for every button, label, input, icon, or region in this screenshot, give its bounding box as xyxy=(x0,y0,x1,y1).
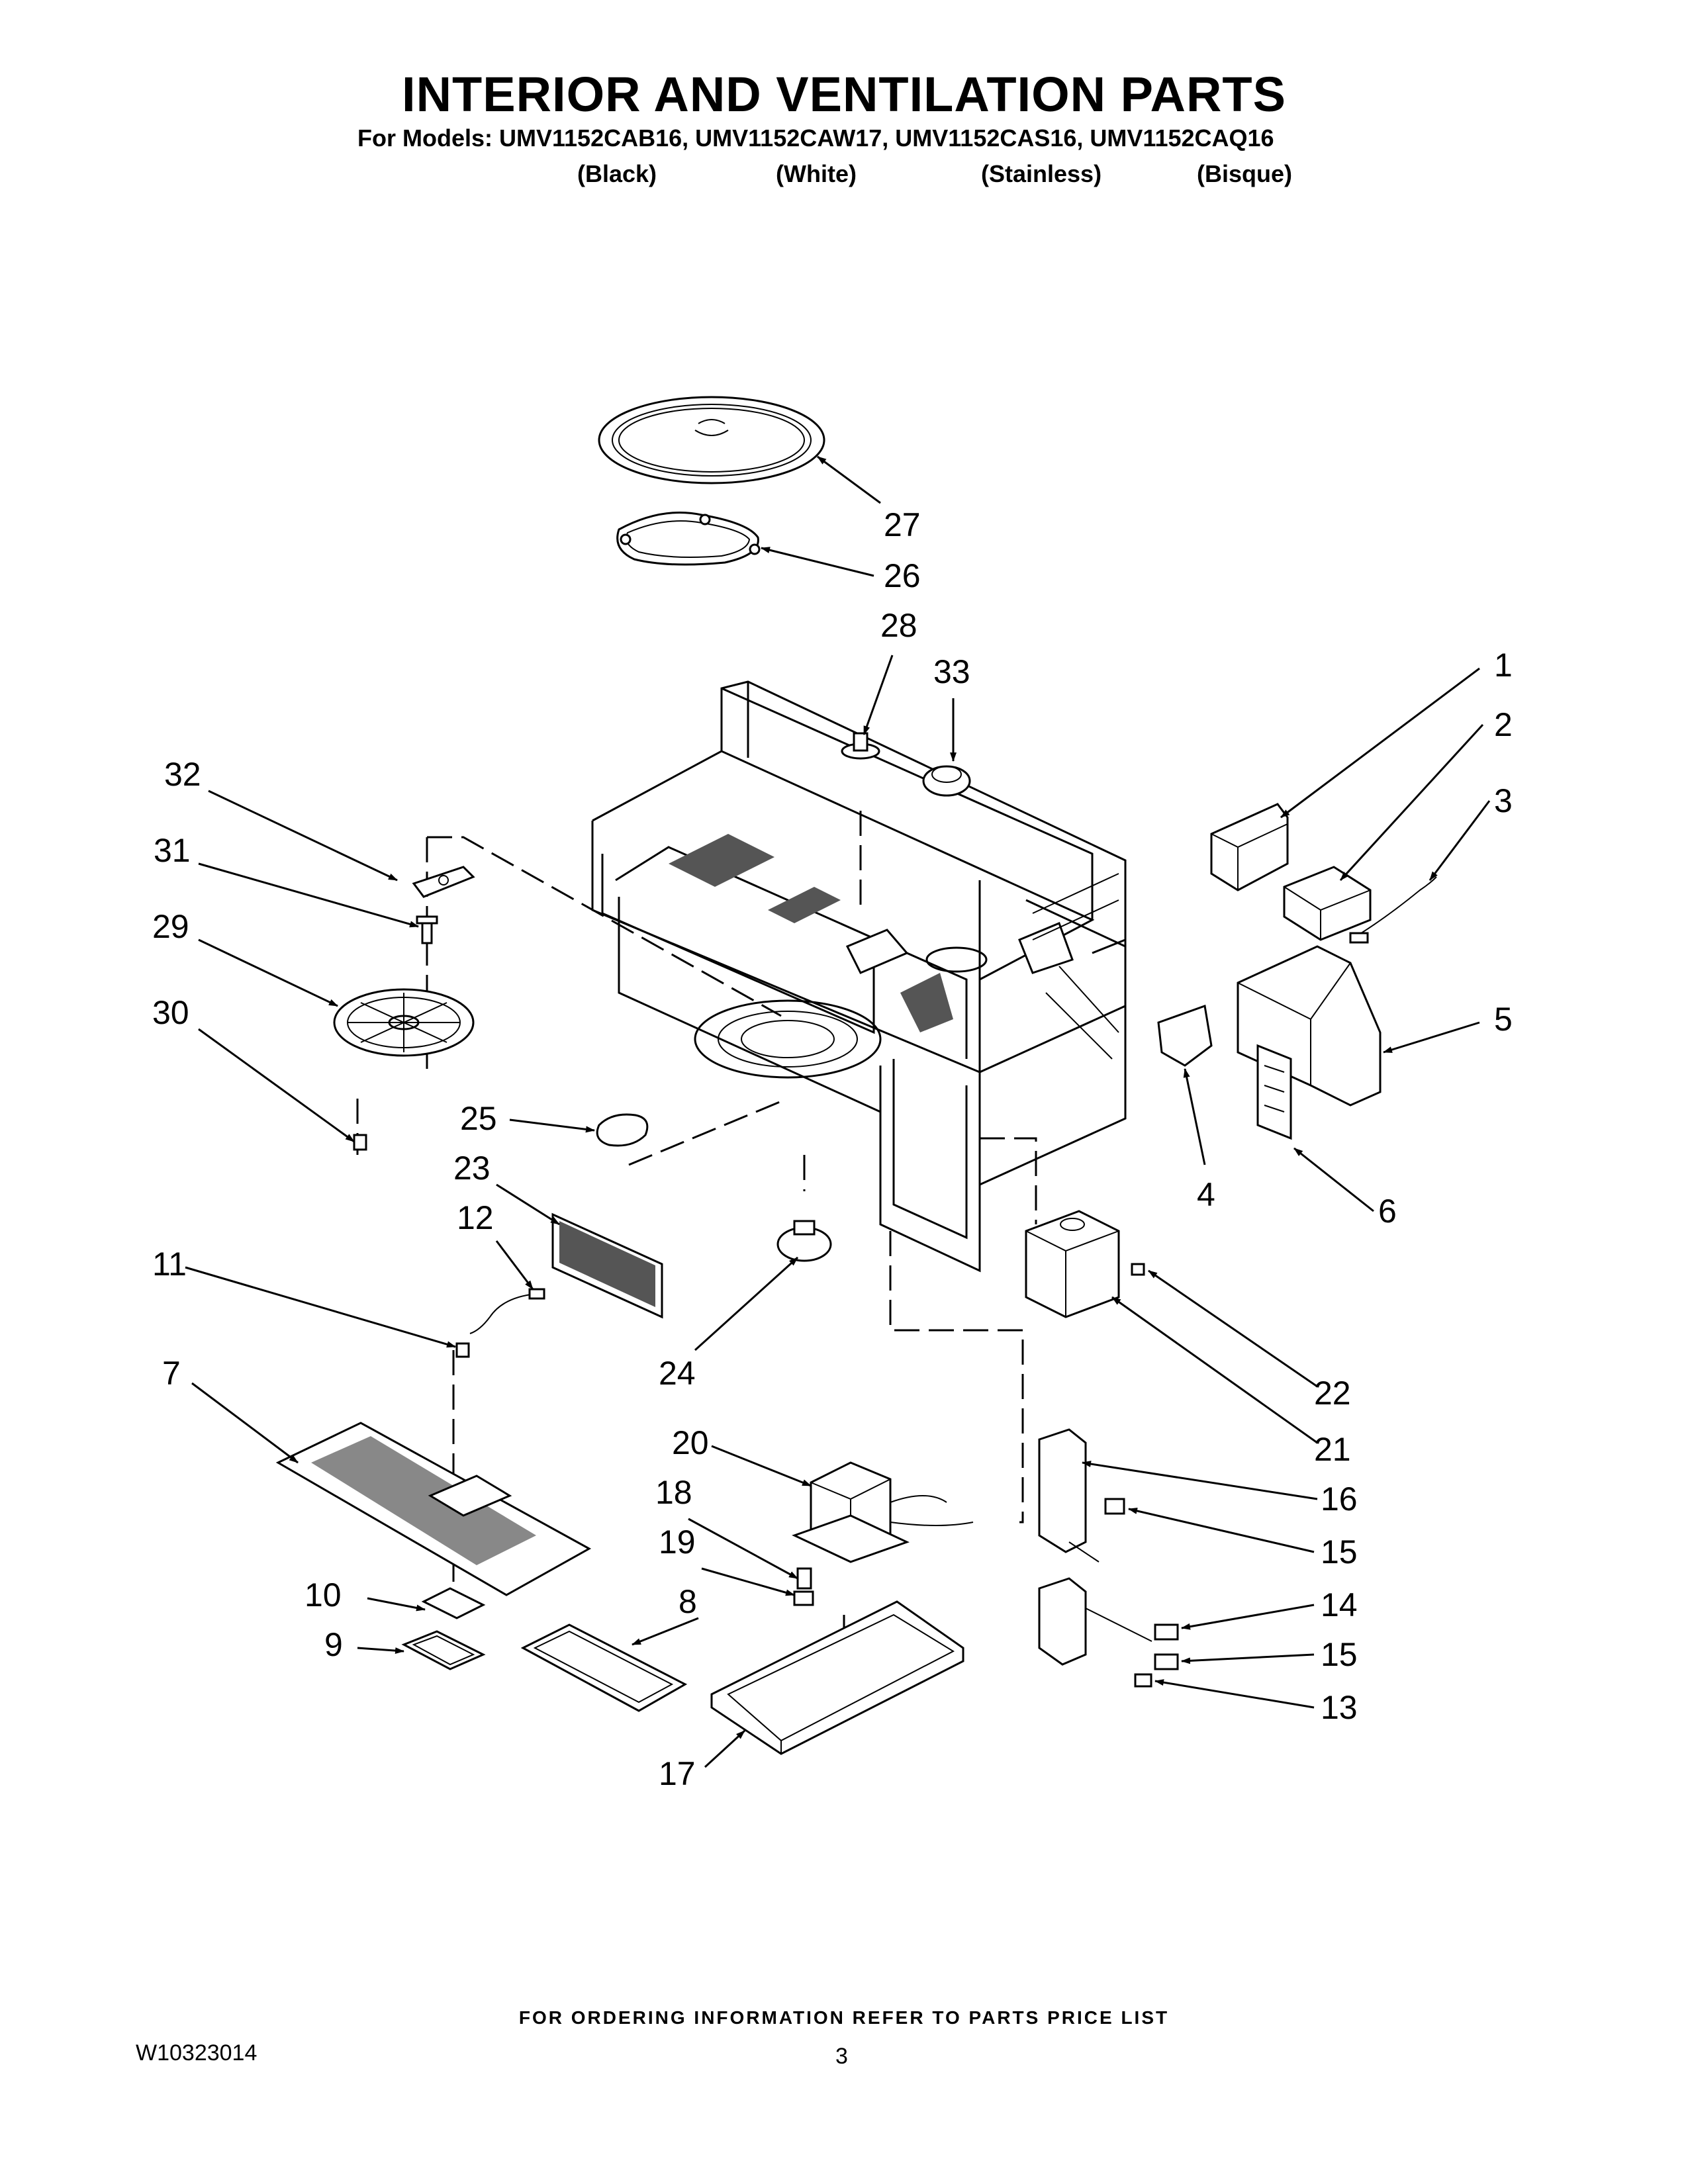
control-board-part xyxy=(1256,1044,1292,1140)
wire-harness-part xyxy=(455,1288,545,1358)
callout-2: 2 xyxy=(1494,706,1513,743)
callout-8: 8 xyxy=(679,1583,697,1620)
grille-part xyxy=(551,1212,663,1319)
lens-holder-part xyxy=(401,1630,486,1670)
callout-12: 12 xyxy=(457,1199,494,1236)
callout-3: 3 xyxy=(1494,782,1513,819)
turntable-tray-part xyxy=(598,396,825,484)
turntable-motor-part xyxy=(776,1220,832,1262)
hv-bracket-part xyxy=(1210,803,1289,891)
callout-25: 25 xyxy=(460,1100,497,1137)
callout-9: 9 xyxy=(324,1626,343,1663)
callout-29: 29 xyxy=(152,908,189,945)
callout-7: 7 xyxy=(162,1355,181,1392)
hv-diode-part xyxy=(1349,876,1437,944)
fan-cap-part xyxy=(353,1134,367,1151)
callout-13: 13 xyxy=(1321,1689,1358,1726)
magnetron-part xyxy=(1025,1210,1120,1318)
thermal-cutout-part xyxy=(841,732,880,760)
callout-28: 28 xyxy=(880,607,917,644)
turntable-support-part xyxy=(616,512,761,566)
interlock-switch-part xyxy=(1104,1498,1179,1688)
callout-23: 23 xyxy=(453,1150,491,1187)
variant-stainless: (Stainless) xyxy=(981,160,1102,187)
fuse-holder-part xyxy=(793,1567,814,1606)
lens-part xyxy=(421,1587,486,1619)
hv-capacitor-part xyxy=(1283,866,1372,941)
callout-24: 24 xyxy=(659,1355,696,1392)
ordering-note: FOR ORDERING INFORMATION REFER TO PARTS … xyxy=(518,2007,1170,2028)
callout-26: 26 xyxy=(884,557,921,594)
coupler-part xyxy=(596,1113,649,1147)
filter-part xyxy=(520,1623,688,1712)
callout-14: 14 xyxy=(1321,1586,1358,1623)
variant-bisque: (Bisque) xyxy=(1197,160,1292,187)
callout-31: 31 xyxy=(154,832,191,869)
callout-30: 30 xyxy=(152,994,189,1031)
callout-16: 16 xyxy=(1321,1480,1358,1518)
callout-15-upper: 15 xyxy=(1321,1533,1358,1570)
page-number: 3 xyxy=(835,2044,848,2069)
variant-white: (White) xyxy=(776,160,857,187)
document-number: W10323014 xyxy=(136,2040,258,2066)
thermostat-part xyxy=(1131,1263,1145,1276)
transformer-part xyxy=(792,1461,974,1563)
callout-10: 10 xyxy=(305,1576,342,1614)
vent-grille-part xyxy=(275,1422,592,1596)
callout-5: 5 xyxy=(1494,1001,1513,1038)
callout-27: 27 xyxy=(884,506,921,543)
damper-part xyxy=(1157,1004,1213,1067)
callout-20: 20 xyxy=(672,1424,709,1461)
stirrer-motor-part xyxy=(922,765,971,797)
callout-1: 1 xyxy=(1494,647,1513,684)
oven-cavity-part xyxy=(591,680,1127,1273)
variant-black: (Black) xyxy=(577,160,657,187)
interlock-bracket-part xyxy=(1038,1428,1152,1666)
callout-22: 22 xyxy=(1314,1375,1351,1412)
callout-32: 32 xyxy=(164,756,201,793)
callout-17: 17 xyxy=(659,1755,696,1792)
callout-leaders xyxy=(185,455,1491,1768)
callout-11: 11 xyxy=(152,1246,187,1283)
callout-33: 33 xyxy=(933,653,970,690)
callout-19: 19 xyxy=(659,1524,696,1561)
callout-21: 21 xyxy=(1314,1431,1351,1468)
callout-4: 4 xyxy=(1197,1176,1215,1213)
models-line: For Models: UMV1152CAB16, UMV1152CAW17, … xyxy=(357,124,1274,152)
stirrer-fan-part xyxy=(333,988,475,1057)
callout-15-lower: 15 xyxy=(1321,1636,1358,1673)
screw-part xyxy=(416,915,438,944)
page-title: INTERIOR AND VENTILATION PARTS xyxy=(402,67,1286,122)
callout-6: 6 xyxy=(1378,1193,1397,1230)
callout-18: 18 xyxy=(655,1474,692,1511)
base-plate-part xyxy=(710,1600,964,1755)
stirrer-bracket-part xyxy=(412,866,475,898)
